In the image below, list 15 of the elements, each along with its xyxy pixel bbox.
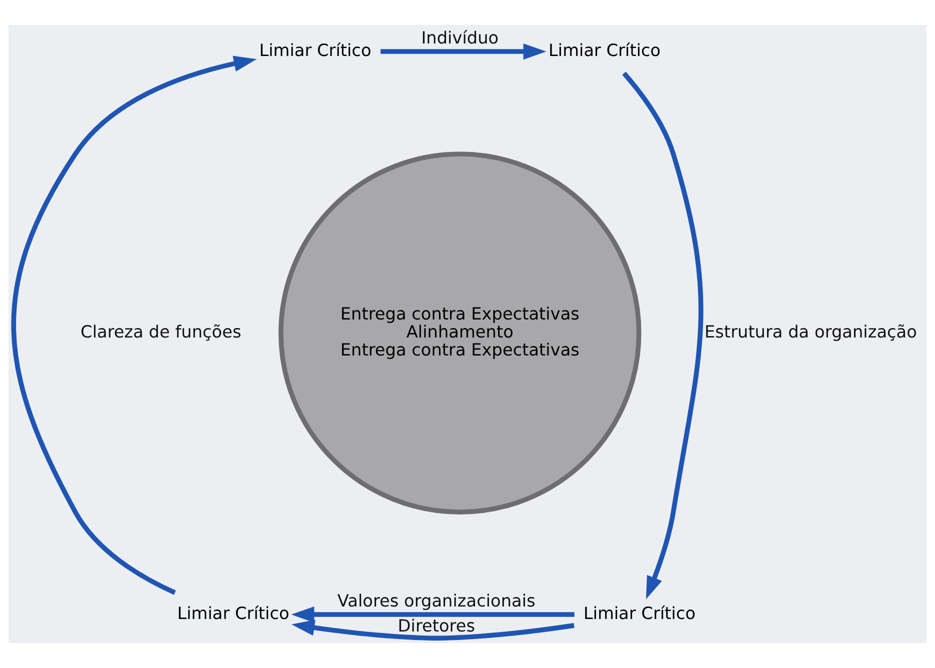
arrow: [11, 56, 257, 595]
edge-label: Estrutura da organização: [704, 321, 917, 342]
edge-label: Valores organizacionais: [337, 590, 536, 610]
arrow: [622, 72, 704, 600]
node-text: Limiar Crítico: [259, 40, 372, 60]
edge-label: Clareza de funções: [80, 321, 242, 342]
node-text: Limiar Crítico: [177, 602, 290, 623]
node-text: Limiar Crítico: [548, 40, 661, 60]
arrow: [292, 620, 574, 641]
node-text: Limiar Crítico: [584, 602, 696, 623]
arrow: [291, 606, 574, 623]
edge-label: Indivíduo: [421, 27, 499, 48]
node-circle: Entrega contra Expectativas Alinhamento Entrega contra Expectativas: [278, 152, 642, 514]
edge-label: Diretores: [398, 616, 476, 636]
arrow: [380, 43, 546, 60]
